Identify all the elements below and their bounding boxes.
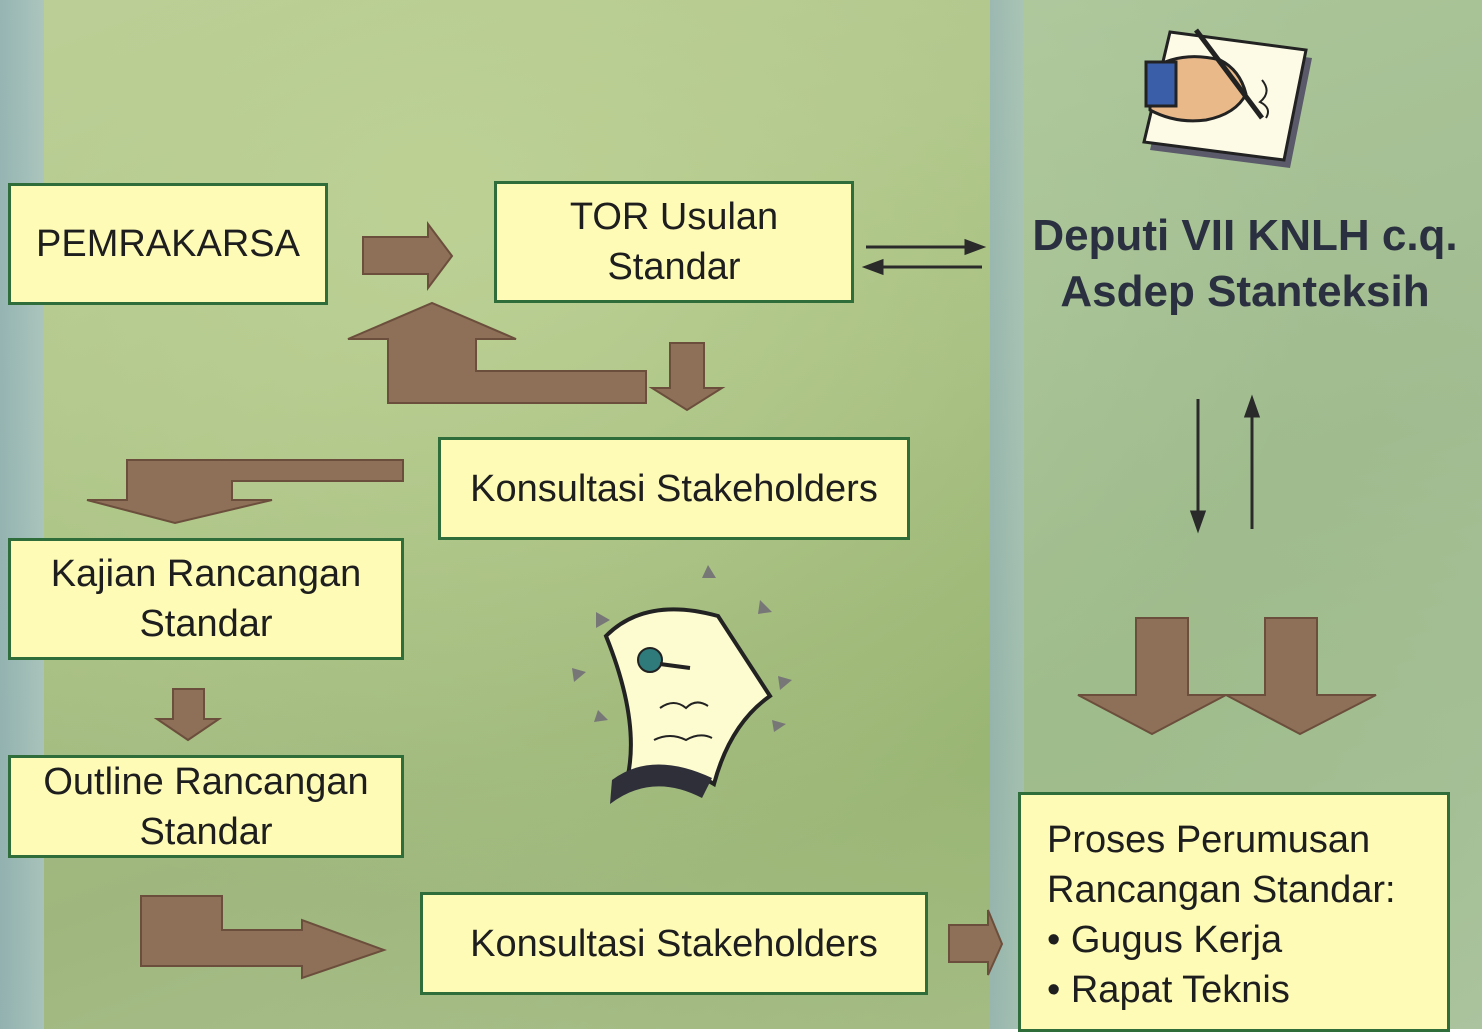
konsultasi-label-2: Konsultasi Stakeholders [470,922,878,965]
arrow-feedback-up [347,301,647,404]
arrow-proses-up [1243,394,1261,529]
konsultasi-box-1: Konsultasi Stakeholders [438,437,910,540]
proses-box: Proses Perumusan Rancangan Standar: • Gu… [1018,792,1450,1032]
outline-label-line1: Outline Rancangan [43,760,369,803]
big-down-arrow-left [1077,617,1227,736]
arrow-outline-to-konsultasi [140,895,387,980]
proses-line1: Proses Perumusan [1047,819,1371,861]
proses-bullet-2: • Rapat Teknis [1047,969,1290,1011]
arrow-deputi-down [1189,399,1207,534]
pemrakarsa-label: PEMRAKARSA [36,223,300,265]
tor-label-line2: Standar [607,246,741,288]
konsultasi-label-1: Konsultasi Stakeholders [470,467,878,510]
arrow-pemrakarsa-to-tor [362,221,454,291]
arrow-deputi-to-tor [861,258,982,276]
writing-hand-icon [1142,28,1312,168]
arrow-tor-to-konsultasi [648,342,726,412]
proses-line2: Rancangan Standar: [1047,869,1396,911]
outline-label-line2: Standar [139,810,273,853]
arrow-tor-to-deputi [866,238,987,256]
arrow-konsultasi-to-kajian [86,459,404,525]
arrow-kajian-to-outline [153,688,223,742]
deputi-line2: Asdep Stanteksih [1060,267,1430,316]
big-down-arrow-right [1225,617,1377,736]
proses-bullet-1: • Gugus Kerja [1047,919,1283,961]
deputi-line1: Deputi VII KNLH c.q. [1032,211,1458,260]
konsultasi-box-2: Konsultasi Stakeholders [420,892,928,995]
outline-box: Outline Rancangan Standar [8,755,404,858]
pinned-note-icon [572,565,792,804]
kajian-label-line2: Standar [139,603,273,645]
kajian-label-line1: Kajian Rancangan [50,553,362,595]
tor-label-line1: TOR Usulan [569,196,779,238]
tor-box: TOR Usulan Standar [494,181,854,303]
kajian-box: Kajian Rancangan Standar [8,538,404,660]
arrow-konsultasi-to-proses [948,909,1004,976]
deputi-heading: Deputi VII KNLH c.q. Asdep Stanteksih [1010,208,1480,320]
pemrakarsa-box: PEMRAKARSA [8,183,328,305]
